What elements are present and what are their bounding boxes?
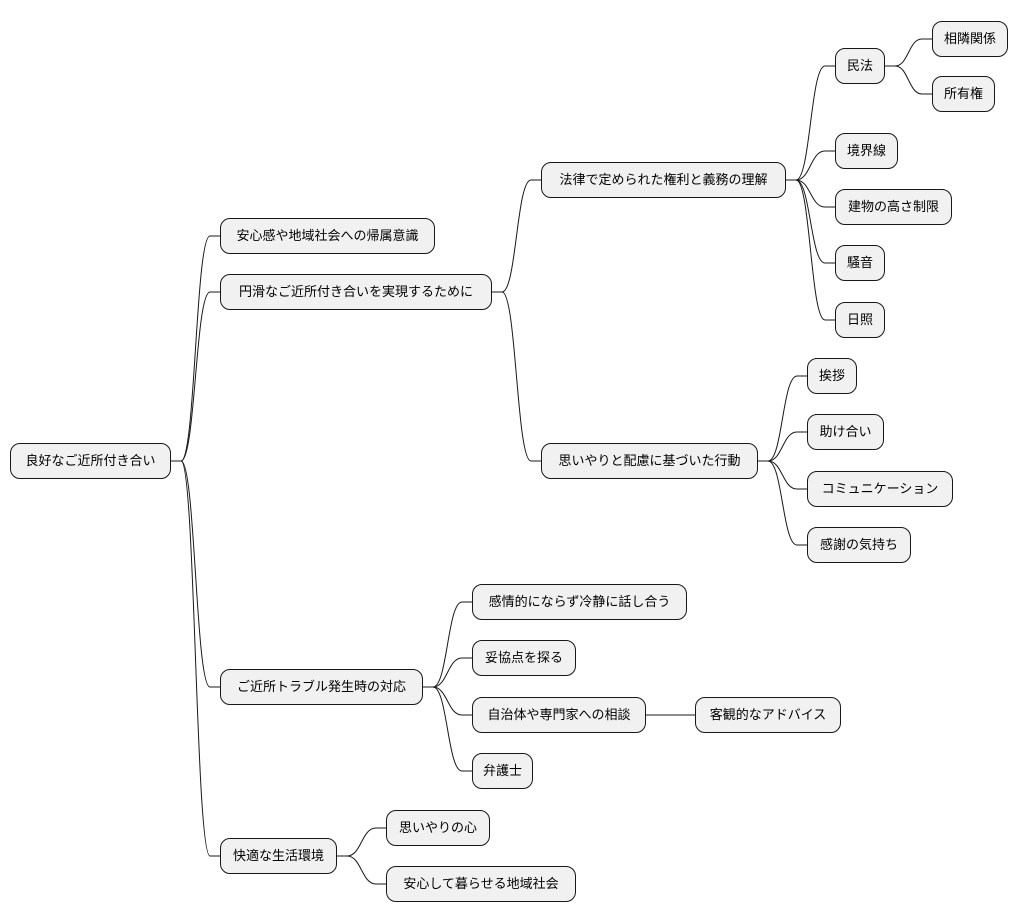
connector-node-trouble-response-to-node-consultation (423, 686, 472, 716)
node-smooth-relations: 円滑なご近所付き合いを実現するために (220, 274, 492, 310)
node-lawyer: 弁護士 (472, 753, 533, 789)
connector-node-legal-rights-to-node-boundary (786, 150, 835, 181)
node-comfortable-life: 快適な生活環境 (220, 838, 337, 874)
connector-node-civil-law-to-node-ownership (885, 65, 932, 95)
node-compromise: 妥協点を探る (472, 640, 576, 676)
node-considerate-behavior: 思いやりと配慮に基づいた行動 (541, 443, 758, 479)
connector-node-civil-law-to-node-neighbor-relations (885, 38, 932, 67)
connector-node-legal-rights-to-node-civil-law (786, 65, 835, 181)
node-consultation: 自治体や専門家への相談 (472, 697, 646, 733)
connector-node-root-to-node-trouble-response (171, 460, 220, 688)
connector-node-considerate-behavior-to-node-mutual-help (758, 431, 807, 462)
node-legal-rights: 法律で定められた権利と義務の理解 (541, 162, 786, 198)
node-calm-discussion: 感情的にならず冷静に話し合う (472, 584, 687, 620)
connector-node-root-to-node-smooth-relations (171, 291, 220, 462)
node-gratitude: 感謝の気持ち (807, 527, 911, 563)
connector-node-root-to-node-comfortable-life (171, 460, 220, 857)
connector-node-considerate-behavior-to-node-greeting (758, 375, 807, 462)
connector-node-smooth-relations-to-node-considerate-behavior (492, 291, 541, 462)
connector-node-trouble-response-to-node-calm-discussion (423, 601, 472, 688)
connector-node-comfortable-life-to-node-consideration-heart (337, 827, 386, 857)
connector-node-considerate-behavior-to-node-gratitude (758, 460, 807, 546)
connector-node-considerate-behavior-to-node-communication (758, 460, 807, 490)
node-ownership: 所有権 (932, 76, 995, 112)
connector-node-comfortable-life-to-node-safe-community (337, 855, 386, 885)
connector-node-root-to-node-belonging (171, 235, 220, 462)
node-consideration-heart: 思いやりの心 (386, 810, 490, 846)
connector-node-smooth-relations-to-node-legal-rights (492, 179, 541, 293)
node-objective-advice: 客観的なアドバイス (695, 697, 841, 733)
node-mutual-help: 助け合い (807, 414, 884, 450)
node-neighbor-relations: 相隣関係 (932, 21, 1008, 57)
node-height-limit: 建物の高さ制限 (835, 189, 952, 225)
node-root: 良好なご近所付き合い (10, 443, 171, 479)
node-greeting: 挨拶 (807, 358, 857, 394)
node-belonging: 安心感や地域社会への帰属意識 (220, 218, 435, 254)
node-communication: コミュニケーション (807, 471, 953, 507)
node-safe-community: 安心して暮らせる地域社会 (386, 866, 576, 902)
node-sunlight: 日照 (835, 302, 885, 338)
connector-node-trouble-response-to-node-compromise (423, 657, 472, 688)
connector-node-legal-rights-to-node-sunlight (786, 179, 835, 321)
node-noise: 騒音 (835, 245, 885, 281)
node-trouble-response: ご近所トラブル発生時の対応 (220, 669, 423, 705)
connector-node-trouble-response-to-node-lawyer (423, 686, 472, 772)
node-civil-law: 民法 (835, 48, 885, 84)
node-boundary: 境界線 (835, 133, 898, 169)
connector-node-legal-rights-to-node-height-limit (786, 179, 835, 208)
